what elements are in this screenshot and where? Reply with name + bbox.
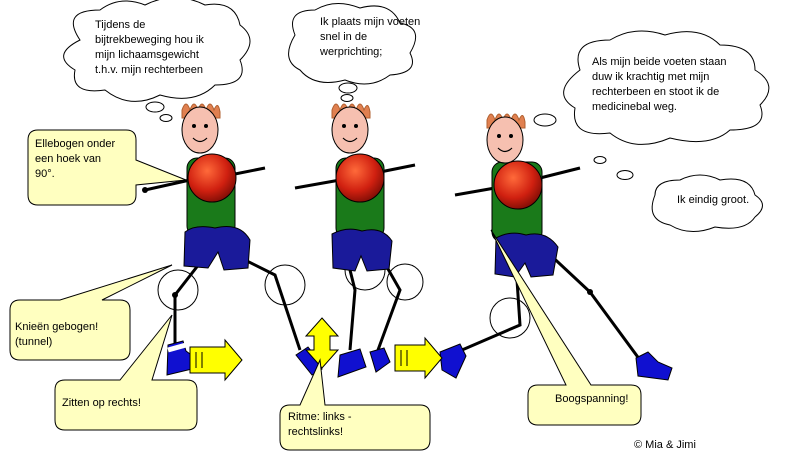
- callout-sit: [54, 314, 198, 431]
- copyright-text: © Mia & Jimi: [634, 439, 696, 451]
- callout-rhythm: [279, 358, 431, 451]
- right-arrow-2: [394, 336, 443, 380]
- figure-1: [142, 103, 323, 376]
- joint-highlights: [157, 249, 531, 339]
- thought-text-left: Tijdens de bijtrekbeweging hou ik mijn l…: [95, 19, 204, 76]
- callout-text-sit: Zitten op rechts!: [62, 397, 141, 409]
- callout-text-rhythm: Ritme: links - rechtslinks!: [288, 411, 352, 438]
- callout-elbows: [27, 129, 187, 206]
- callout-knees: [9, 264, 173, 361]
- right-arrow-1: [189, 338, 243, 382]
- thought-text-end: Ik eindig groot.: [677, 194, 750, 206]
- thought-bubble-end: [651, 174, 763, 232]
- callout-text-elbows: Ellebogen onder een hoek van 90°.: [35, 138, 116, 180]
- thought-bubble-middle: [288, 3, 417, 102]
- callout-text-knees: Knieën gebogen! (tunnel): [15, 321, 99, 348]
- callout-text-arch: Boogspanning!: [555, 393, 629, 405]
- callout-arch: [490, 229, 642, 426]
- thought-bubble-left: [63, 0, 251, 122]
- figure-2: [294, 103, 416, 378]
- thought-bubble-right: [533, 30, 770, 180]
- figure-3: [439, 113, 673, 381]
- up-down-arrow: [304, 317, 340, 369]
- thought-text-middle: Ik plaats mijn voeten snel in de werpric…: [320, 16, 421, 58]
- thought-text-right: Als mijn beide voeten staan duw ik krach…: [592, 56, 727, 113]
